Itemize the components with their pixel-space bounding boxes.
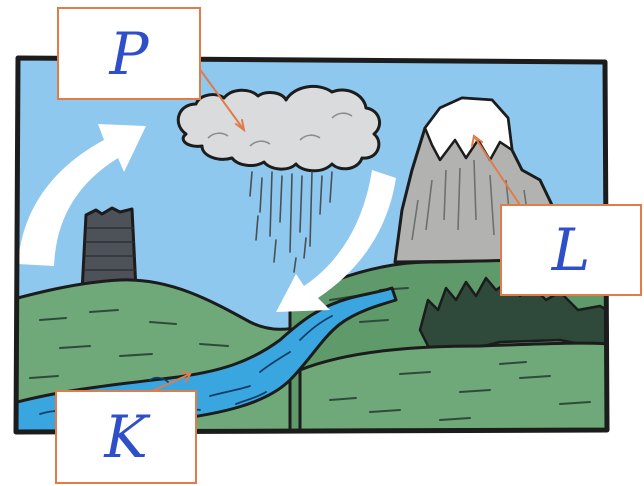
label-p: P [109,25,148,83]
label-box-l[interactable]: L [500,204,642,296]
label-k: K [104,408,147,466]
label-box-p[interactable]: P [57,7,201,100]
label-box-k[interactable]: K [55,390,197,484]
foreground-hill [300,343,610,440]
label-l: L [552,221,591,279]
